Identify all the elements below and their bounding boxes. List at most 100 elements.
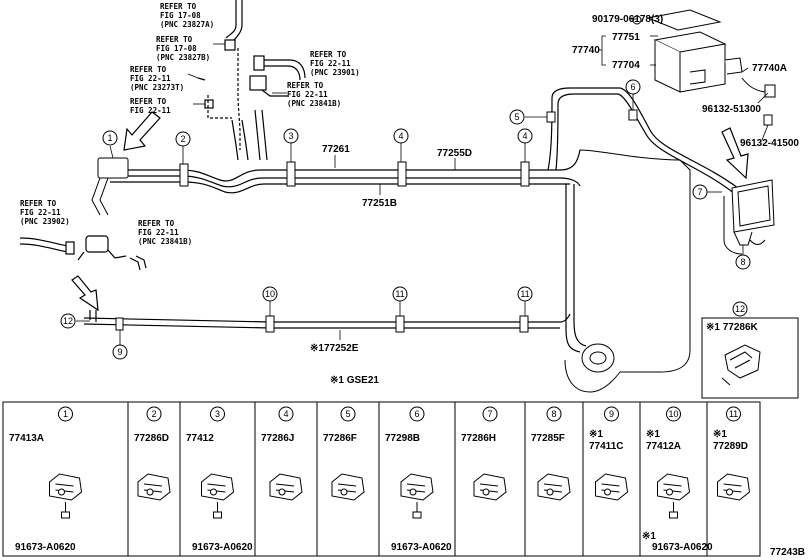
legend-part-drawing <box>400 473 434 519</box>
label-96132-41500: 96132-41500 <box>740 138 799 149</box>
legend-cell-7: 7 77286H <box>454 402 507 556</box>
legend-bolt-number: 91673-A0620 <box>15 542 76 553</box>
part-labels: 77261 77255D 77251B ※177252E 90179-06178… <box>310 14 805 558</box>
label-77255d: 77255D <box>437 148 472 159</box>
legend-part-drawing <box>657 473 691 519</box>
callout-10: 10 <box>262 286 278 302</box>
legend-callout <box>146 406 162 422</box>
label-77251b: 77251B <box>362 198 397 209</box>
refer-leaders <box>187 43 287 106</box>
label-77286k: ※1 77286K <box>706 322 759 333</box>
legend-number: 2 <box>151 409 156 419</box>
callout-4b: 4 <box>517 128 533 144</box>
legend-part-drawing <box>473 473 507 501</box>
svg-text:11: 11 <box>395 289 404 299</box>
svg-text:6: 6 <box>630 82 635 92</box>
legend-part-number: 77286H <box>461 433 496 444</box>
legend-part-number: 77412A <box>646 441 681 452</box>
legend-cell-2: 2 77286D <box>127 402 171 556</box>
legend-part-drawing <box>331 473 365 501</box>
left-side-hoses <box>19 235 147 322</box>
inset-77286k-box <box>701 317 799 399</box>
callout-12b: 12 <box>732 301 748 317</box>
label-90179-06178: 90179-06178(3) <box>592 14 663 25</box>
parts-legend: 1 77413A 91673-A0620 2 77286D 3 77412 91673-A06… <box>2 401 761 557</box>
legend-part-drawing <box>49 473 83 519</box>
legend-number: 9 <box>609 409 614 419</box>
label-96132-51300: 96132-51300 <box>702 104 761 115</box>
direction-arrows <box>71 111 749 312</box>
legend-cell-6: 6 77298B 91673-A0620 <box>378 402 452 556</box>
label-bracket-lines <box>598 18 769 141</box>
legend-callout <box>666 406 681 422</box>
footnote-gse21: ※1 GSE21 <box>330 375 379 386</box>
svg-text:12: 12 <box>63 316 73 326</box>
legend-part-drawing <box>137 473 171 501</box>
legend-cell-1: 1 77413A 91673-A0620 <box>9 406 83 553</box>
svg-text:11: 11 <box>520 289 529 299</box>
legend-number: 6 <box>414 409 419 419</box>
legend-callout <box>340 406 356 422</box>
legend-part-number: 77286D <box>134 433 169 444</box>
callout-2: 2 <box>175 131 191 147</box>
svg-text:1: 1 <box>107 133 112 143</box>
svg-text:8: 8 <box>740 257 745 267</box>
label-77751: 77751 <box>612 32 640 43</box>
callout-11b: 11 <box>517 286 533 302</box>
legend-part-number: 77289D <box>713 441 748 452</box>
legend-part-number: 77286J <box>261 433 294 444</box>
svg-text:4: 4 <box>398 131 403 141</box>
lower-fuel-pipe <box>83 313 571 329</box>
legend-number: 3 <box>215 409 220 419</box>
svg-text:5: 5 <box>514 112 519 122</box>
label-77704: 77704 <box>612 60 640 71</box>
label-77261: 77261 <box>322 144 350 155</box>
callout-5: 5 <box>509 109 525 125</box>
label-77740a: 77740A <box>752 63 787 74</box>
legend-mark: ※1 <box>713 429 727 440</box>
callout-6: 6 <box>625 79 641 95</box>
legend-part-drawing <box>269 473 303 501</box>
callout-8: 8 <box>735 254 751 270</box>
svg-text:2: 2 <box>180 134 185 144</box>
upper-hoses <box>197 0 306 161</box>
legend-number: 7 <box>487 409 492 419</box>
legend-part-drawing <box>595 473 629 501</box>
legend-number: 5 <box>345 409 350 419</box>
callout-7: 7 <box>692 184 708 200</box>
legend-callout <box>409 406 425 422</box>
svg-text:9: 9 <box>117 347 122 357</box>
legend-part-drawing <box>717 473 751 501</box>
legend-mark: ※1 <box>646 429 660 440</box>
legend-bolt-mark: ※1 <box>642 531 656 542</box>
legend-number: 1 <box>63 409 68 419</box>
legend-part-number: 77412 <box>186 433 214 444</box>
legend-part-number: 77285F <box>531 433 565 444</box>
legend-part-drawing <box>537 473 571 501</box>
callout-3: 3 <box>283 128 299 144</box>
legend-part-number: 77298B <box>385 433 420 444</box>
legend-part-drawing <box>201 473 235 519</box>
legend-bolt-number: 91673-A0620 <box>391 542 452 553</box>
callout-12a: 12 <box>60 313 76 329</box>
svg-text:12: 12 <box>735 304 745 314</box>
svg-text:4: 4 <box>522 131 527 141</box>
pipe-clamps <box>115 109 638 333</box>
legend-callout <box>546 406 562 422</box>
legend-callout <box>278 406 294 422</box>
legend-callout <box>604 406 619 422</box>
legend-part-number: 77413A <box>9 433 44 444</box>
legend-number: 11 <box>729 409 738 419</box>
